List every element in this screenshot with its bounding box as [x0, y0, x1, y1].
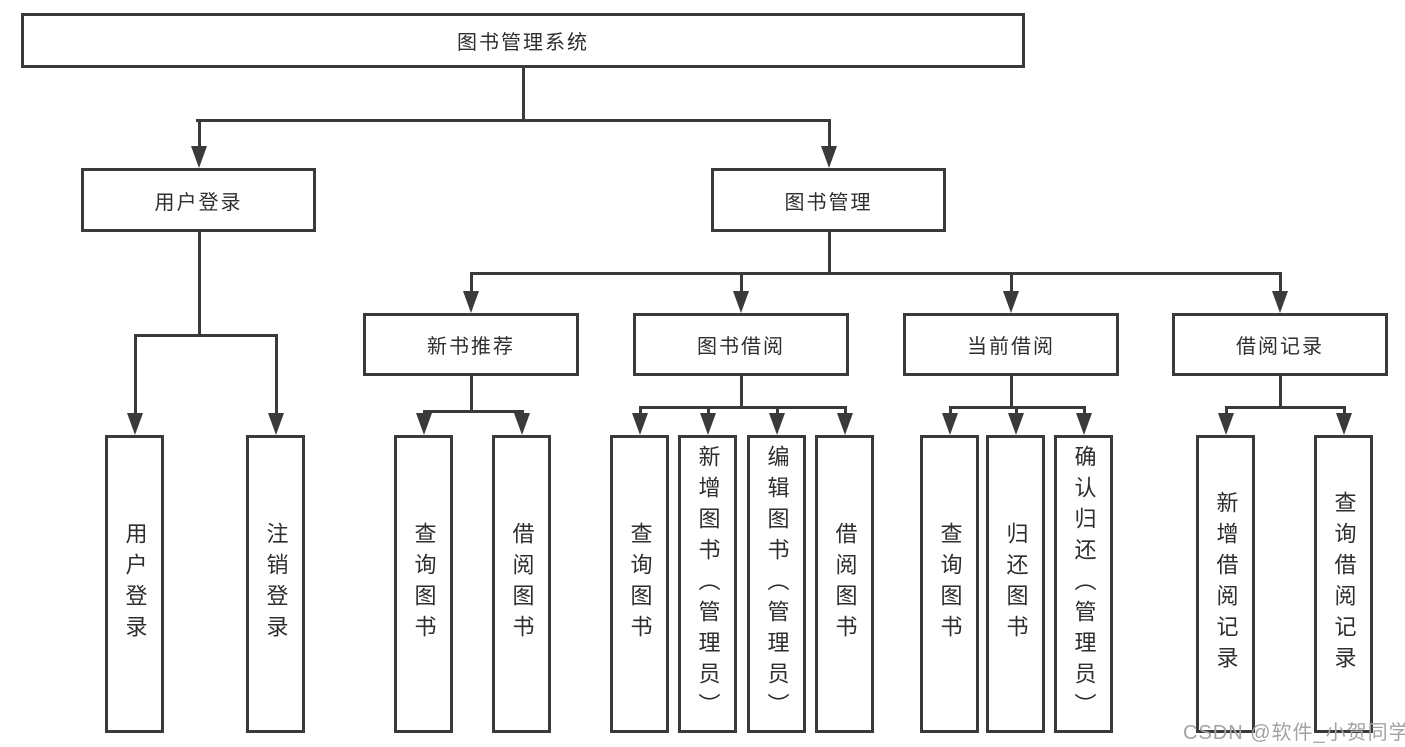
arrow-stem: [707, 406, 710, 417]
arrow-stem: [1343, 406, 1346, 417]
arrow-stem: [1225, 406, 1228, 417]
node-borrow-records: 借阅记录: [1172, 313, 1388, 376]
connector-vline: [740, 376, 743, 409]
arrow-down-icon: [514, 413, 530, 435]
leaf-return-books: 归还图书: [986, 435, 1045, 733]
connector-vline: [828, 232, 831, 275]
leaf-query-borrow-record: 查询借阅记录: [1314, 435, 1373, 733]
arrow-down-icon: [1003, 291, 1019, 313]
node-book-management: 图书管理: [711, 168, 946, 232]
node-book-borrow: 图书借阅: [633, 313, 849, 376]
arrow-stem: [1010, 272, 1013, 295]
arrow-down-icon: [416, 413, 432, 435]
arrow-down-icon: [1336, 413, 1352, 435]
arrow-stem: [828, 119, 831, 150]
connector-vline: [1279, 376, 1282, 409]
arrow-down-icon: [733, 291, 749, 313]
arrow-stem: [470, 272, 473, 295]
connector-vline: [522, 68, 525, 122]
connector-vline: [470, 376, 473, 413]
connector-hline: [423, 410, 523, 413]
arrow-stem: [198, 119, 201, 150]
watermark: CSDN @软件_小贺同学: [1183, 722, 1405, 744]
arrow-down-icon: [1272, 291, 1288, 313]
arrow-down-icon: [463, 291, 479, 313]
arrow-down-icon: [837, 413, 853, 435]
arrow-stem: [844, 406, 847, 417]
arrow-stem: [740, 272, 743, 295]
connector-hline: [470, 272, 1281, 275]
arrow-stem: [639, 406, 642, 417]
arrow-down-icon: [769, 413, 785, 435]
arrow-down-icon: [700, 413, 716, 435]
node-new-book-recommend: 新书推荐: [363, 313, 579, 376]
node-user-login: 用户登录: [81, 168, 316, 232]
arrow-down-icon: [1076, 413, 1092, 435]
leaf-edit-books-admin: 编辑图书（管理员）: [747, 435, 806, 733]
arrow-stem: [134, 334, 137, 417]
connector-hline: [196, 119, 830, 122]
arrow-down-icon: [632, 413, 648, 435]
leaf-user-login: 用户登录: [105, 435, 164, 733]
leaf-query-books-current: 查询图书: [920, 435, 979, 733]
leaf-borrow-books: 借阅图书: [815, 435, 874, 733]
leaf-borrow-books-recommend: 借阅图书: [492, 435, 551, 733]
connector-hline: [1225, 406, 1345, 409]
leaf-add-borrow-record: 新增借阅记录: [1196, 435, 1255, 733]
leaf-add-books-admin: 新增图书（管理员）: [678, 435, 737, 733]
arrow-down-icon: [1008, 413, 1024, 435]
connector-vline: [1010, 376, 1013, 409]
node-current-borrow: 当前借阅: [903, 313, 1119, 376]
leaf-query-books-recommend: 查询图书: [394, 435, 453, 733]
arrow-down-icon: [821, 146, 837, 168]
arrow-down-icon: [127, 413, 143, 435]
connector-vline: [198, 232, 201, 337]
node-root: 图书管理系统: [21, 13, 1025, 68]
arrow-stem: [1279, 272, 1282, 295]
leaf-query-books-borrow: 查询图书: [610, 435, 669, 733]
arrow-stem: [1083, 406, 1086, 417]
arrow-down-icon: [942, 413, 958, 435]
leaf-logout: 注销登录: [246, 435, 305, 733]
arrow-down-icon: [1218, 413, 1234, 435]
arrow-down-icon: [191, 146, 207, 168]
arrow-stem: [776, 406, 779, 417]
arrow-stem: [1015, 406, 1018, 417]
arrow-stem: [275, 334, 278, 417]
connector-hline: [134, 334, 277, 337]
arrow-stem: [949, 406, 952, 417]
leaf-confirm-return-admin: 确认归还（管理员）: [1054, 435, 1113, 733]
arrow-down-icon: [268, 413, 284, 435]
